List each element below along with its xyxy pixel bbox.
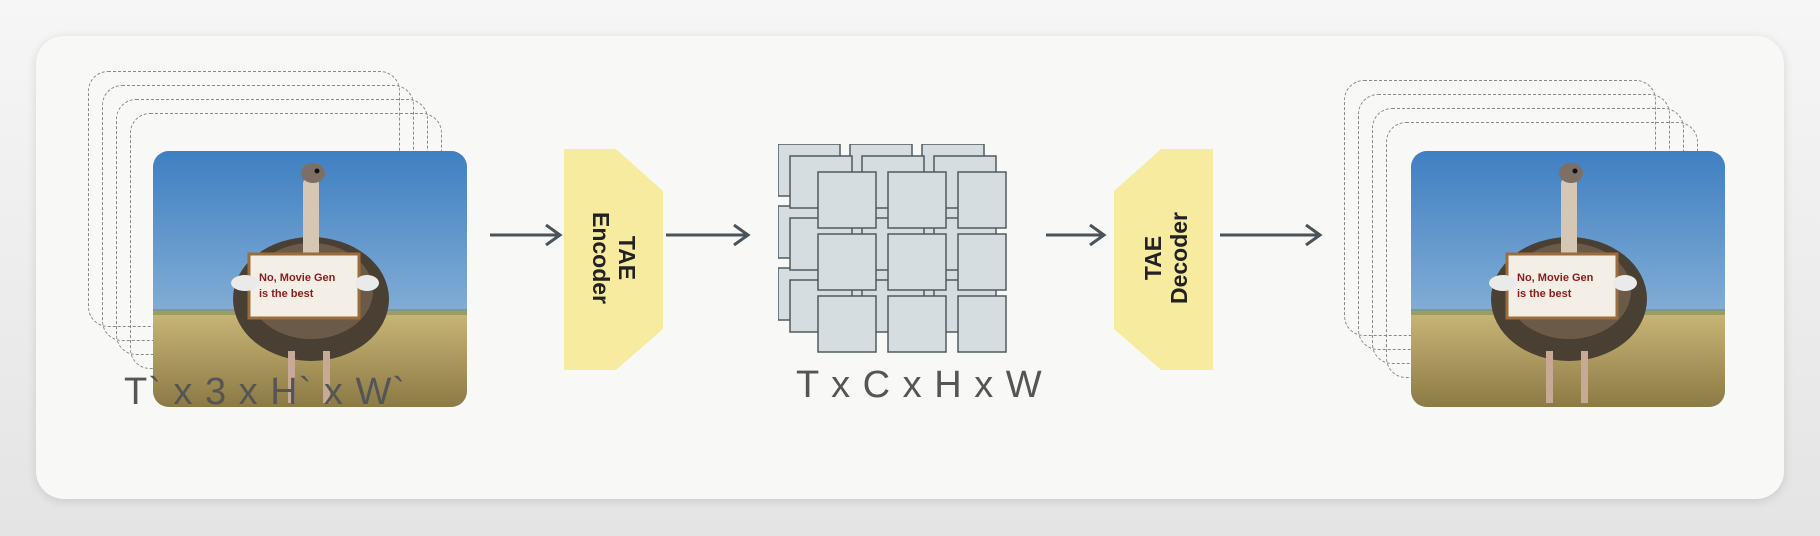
input-video-frame: No, Movie Gen is the best xyxy=(153,151,467,407)
ostrich-image: No, Movie Gen is the best xyxy=(153,151,467,407)
arrow-to-decoder xyxy=(1046,223,1107,247)
tae-encoder-block xyxy=(564,149,663,370)
output-sign-line1: No, Movie Gen xyxy=(1517,272,1594,284)
decoder-line1: TAE xyxy=(1140,235,1166,281)
tae-encoder-label: TAE Encoder xyxy=(588,208,640,308)
arrow-to-encoder xyxy=(490,223,563,247)
latent-tile-grid xyxy=(778,144,1007,353)
input-sign-line2: is the best xyxy=(259,288,314,300)
input-shape-caption: T` x 3 x H` x W` xyxy=(124,371,406,413)
decoder-line2: Decoder xyxy=(1166,211,1192,305)
encoder-line2: Encoder xyxy=(588,211,614,305)
tae-decoder-label: TAE Decoder xyxy=(1140,208,1192,308)
diagram-card: No, Movie Gen is the best T` x 3 x H` x … xyxy=(36,36,1784,499)
latent-shape-caption: T x C x H x W xyxy=(796,364,1043,406)
arrow-to-latent xyxy=(666,223,751,247)
output-sign-line2: is the best xyxy=(1517,288,1572,300)
input-sign-line1: No, Movie Gen xyxy=(259,272,336,284)
ostrich-image: No, Movie Gen is the best xyxy=(1411,151,1725,407)
output-video-frame: No, Movie Gen is the best xyxy=(1411,151,1725,407)
tae-decoder-block xyxy=(1114,149,1213,370)
arrow-to-output xyxy=(1220,223,1323,247)
encoder-line1: TAE xyxy=(614,235,640,281)
